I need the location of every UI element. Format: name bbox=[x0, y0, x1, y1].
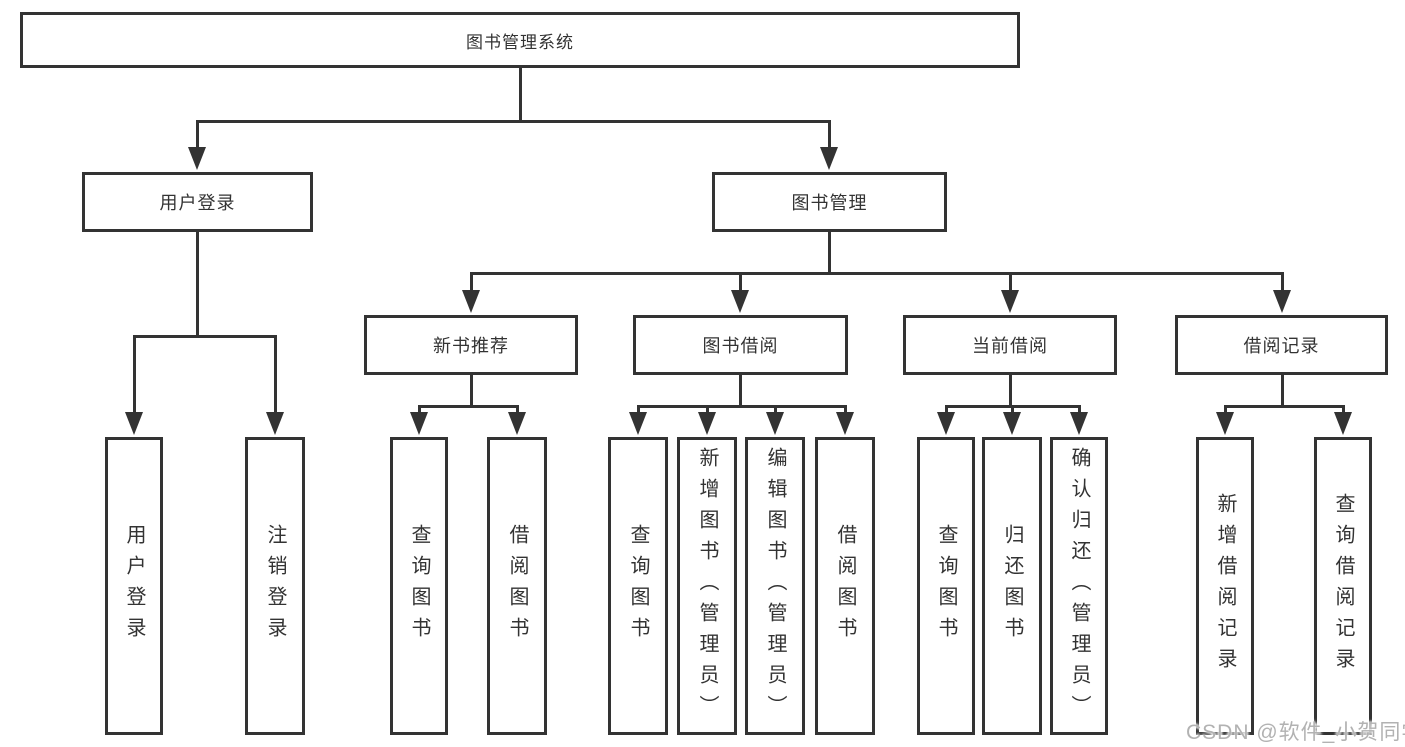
leaf-label: 查询借阅记录 bbox=[1332, 493, 1354, 679]
node-book-management: 图书管理 bbox=[712, 172, 947, 232]
leaf-label: 借阅图书 bbox=[506, 524, 528, 648]
leaf-edit-books-admin: 编辑图书（管理员） bbox=[745, 437, 805, 735]
leaf-add-borrow-record: 新增借阅记录 bbox=[1196, 437, 1254, 735]
connector-book-borrow-stem bbox=[739, 375, 742, 405]
leaf-label: 新增图书（管理员） bbox=[696, 446, 718, 726]
node-current-borrow: 当前借阅 bbox=[903, 315, 1117, 375]
connector-stem-leaf-login bbox=[133, 335, 136, 414]
leaf-label: 归还图书 bbox=[1001, 524, 1023, 648]
arrow-to-new-book bbox=[462, 290, 480, 313]
arrow-to-leaf-borrow-books-2 bbox=[836, 412, 854, 435]
connector-stem-leaf bbox=[418, 405, 421, 414]
arrow-to-book-borrow bbox=[731, 290, 749, 313]
arrow-to-leaf-logout bbox=[266, 412, 284, 435]
leaf-confirm-return-admin: 确认归还（管理员） bbox=[1050, 437, 1108, 735]
connector-stem-borrow-records bbox=[1281, 272, 1284, 292]
node-label: 用户登录 bbox=[159, 193, 236, 213]
leaf-label: 查询图书 bbox=[627, 524, 649, 648]
connector-stem-new-book bbox=[470, 272, 473, 292]
arrow-to-leaf-add-borrow-record bbox=[1216, 412, 1234, 435]
connector-stem-user-login bbox=[196, 120, 199, 150]
leaf-return-books: 归还图书 bbox=[982, 437, 1042, 735]
node-book-borrow: 图书借阅 bbox=[633, 315, 848, 375]
leaf-query-borrow-record: 查询借阅记录 bbox=[1314, 437, 1372, 735]
leaf-borrow-books-1: 借阅图书 bbox=[487, 437, 547, 735]
leaf-query-books-3: 查询图书 bbox=[917, 437, 975, 735]
node-label: 当前借阅 bbox=[972, 336, 1048, 356]
connector-stem-book-management bbox=[828, 120, 831, 150]
node-user-login: 用户登录 bbox=[82, 172, 313, 232]
leaf-label: 注销登录 bbox=[264, 524, 286, 648]
connector-stem-leaf bbox=[844, 405, 847, 414]
connector-borrow-records-stem bbox=[1281, 375, 1284, 405]
arrow-to-current-borrow bbox=[1001, 290, 1019, 313]
connector-current-borrow-stem bbox=[1009, 375, 1012, 405]
leaf-label: 新增借阅记录 bbox=[1214, 493, 1236, 679]
arrow-to-leaf-edit-books bbox=[766, 412, 784, 435]
arrow-to-leaf-return-books bbox=[1003, 412, 1021, 435]
connector-new-book-bar bbox=[418, 405, 519, 408]
connector-stem-leaf bbox=[637, 405, 640, 414]
connector-stem-leaf bbox=[1011, 405, 1014, 414]
arrow-to-leaf-login bbox=[125, 412, 143, 435]
node-borrow-records: 借阅记录 bbox=[1175, 315, 1388, 375]
connector-root-stem bbox=[519, 68, 522, 120]
connector-new-book-stem bbox=[470, 375, 473, 405]
arrow-to-leaf-query-books-3 bbox=[937, 412, 955, 435]
arrow-to-leaf-confirm-return bbox=[1070, 412, 1088, 435]
leaf-logout: 注销登录 bbox=[245, 437, 305, 735]
connector-book-management-stem bbox=[828, 232, 831, 272]
node-label: 图书管理 bbox=[791, 193, 868, 213]
node-label: 新书推荐 bbox=[433, 336, 509, 356]
arrow-to-leaf-query-books-2 bbox=[629, 412, 647, 435]
arrow-to-borrow-records bbox=[1273, 290, 1291, 313]
connector-stem-current-borrow bbox=[1009, 272, 1012, 292]
arrow-to-book-management bbox=[820, 147, 838, 170]
leaf-label: 编辑图书（管理员） bbox=[764, 446, 786, 726]
connector-stem-leaf bbox=[1224, 405, 1227, 414]
connector-user-login-bar bbox=[133, 335, 277, 338]
leaf-borrow-books-2: 借阅图书 bbox=[815, 437, 875, 735]
arrow-to-leaf-add-books bbox=[698, 412, 716, 435]
connector-stem-leaf bbox=[706, 405, 709, 414]
leaf-add-books-admin: 新增图书（管理员） bbox=[677, 437, 737, 735]
node-label: 图书管理系统 bbox=[466, 32, 574, 52]
node-label: 借阅记录 bbox=[1243, 336, 1320, 356]
connector-borrow-records-bar bbox=[1224, 405, 1344, 408]
node-library-management-system: 图书管理系统 bbox=[20, 12, 1020, 68]
leaf-query-books-2: 查询图书 bbox=[608, 437, 668, 735]
leaf-label: 借阅图书 bbox=[834, 524, 856, 648]
leaf-label: 查询图书 bbox=[935, 524, 957, 648]
leaf-label: 查询图书 bbox=[408, 524, 430, 648]
node-label: 图书借阅 bbox=[702, 336, 779, 356]
leaf-user-login: 用户登录 bbox=[105, 437, 163, 735]
arrow-to-leaf-query-borrow-record bbox=[1334, 412, 1352, 435]
connector-book-borrow-bar bbox=[637, 405, 847, 408]
connector-stem-leaf-logout bbox=[274, 335, 277, 414]
node-new-book-recommend: 新书推荐 bbox=[364, 315, 578, 375]
arrow-to-leaf-query-books-1 bbox=[410, 412, 428, 435]
leaf-query-books-1: 查询图书 bbox=[390, 437, 448, 735]
connector-stem-leaf bbox=[516, 405, 519, 414]
connector-stem-book-borrow bbox=[739, 272, 742, 292]
connector-stem-leaf bbox=[945, 405, 948, 414]
connector-stem-leaf bbox=[1078, 405, 1081, 414]
connector-user-login-stem bbox=[196, 232, 199, 335]
connector-level2-bar bbox=[196, 120, 831, 123]
arrow-to-leaf-borrow-books-1 bbox=[508, 412, 526, 435]
connector-stem-leaf bbox=[774, 405, 777, 414]
connector-level3-bar bbox=[470, 272, 1283, 275]
arrow-to-user-login bbox=[188, 147, 206, 170]
connector-stem-leaf bbox=[1342, 405, 1345, 414]
csdn-watermark: CSDN @软件_小贺同学 bbox=[1186, 721, 1405, 744]
leaf-label: 确认归还（管理员） bbox=[1068, 446, 1090, 726]
leaf-label: 用户登录 bbox=[123, 524, 145, 648]
